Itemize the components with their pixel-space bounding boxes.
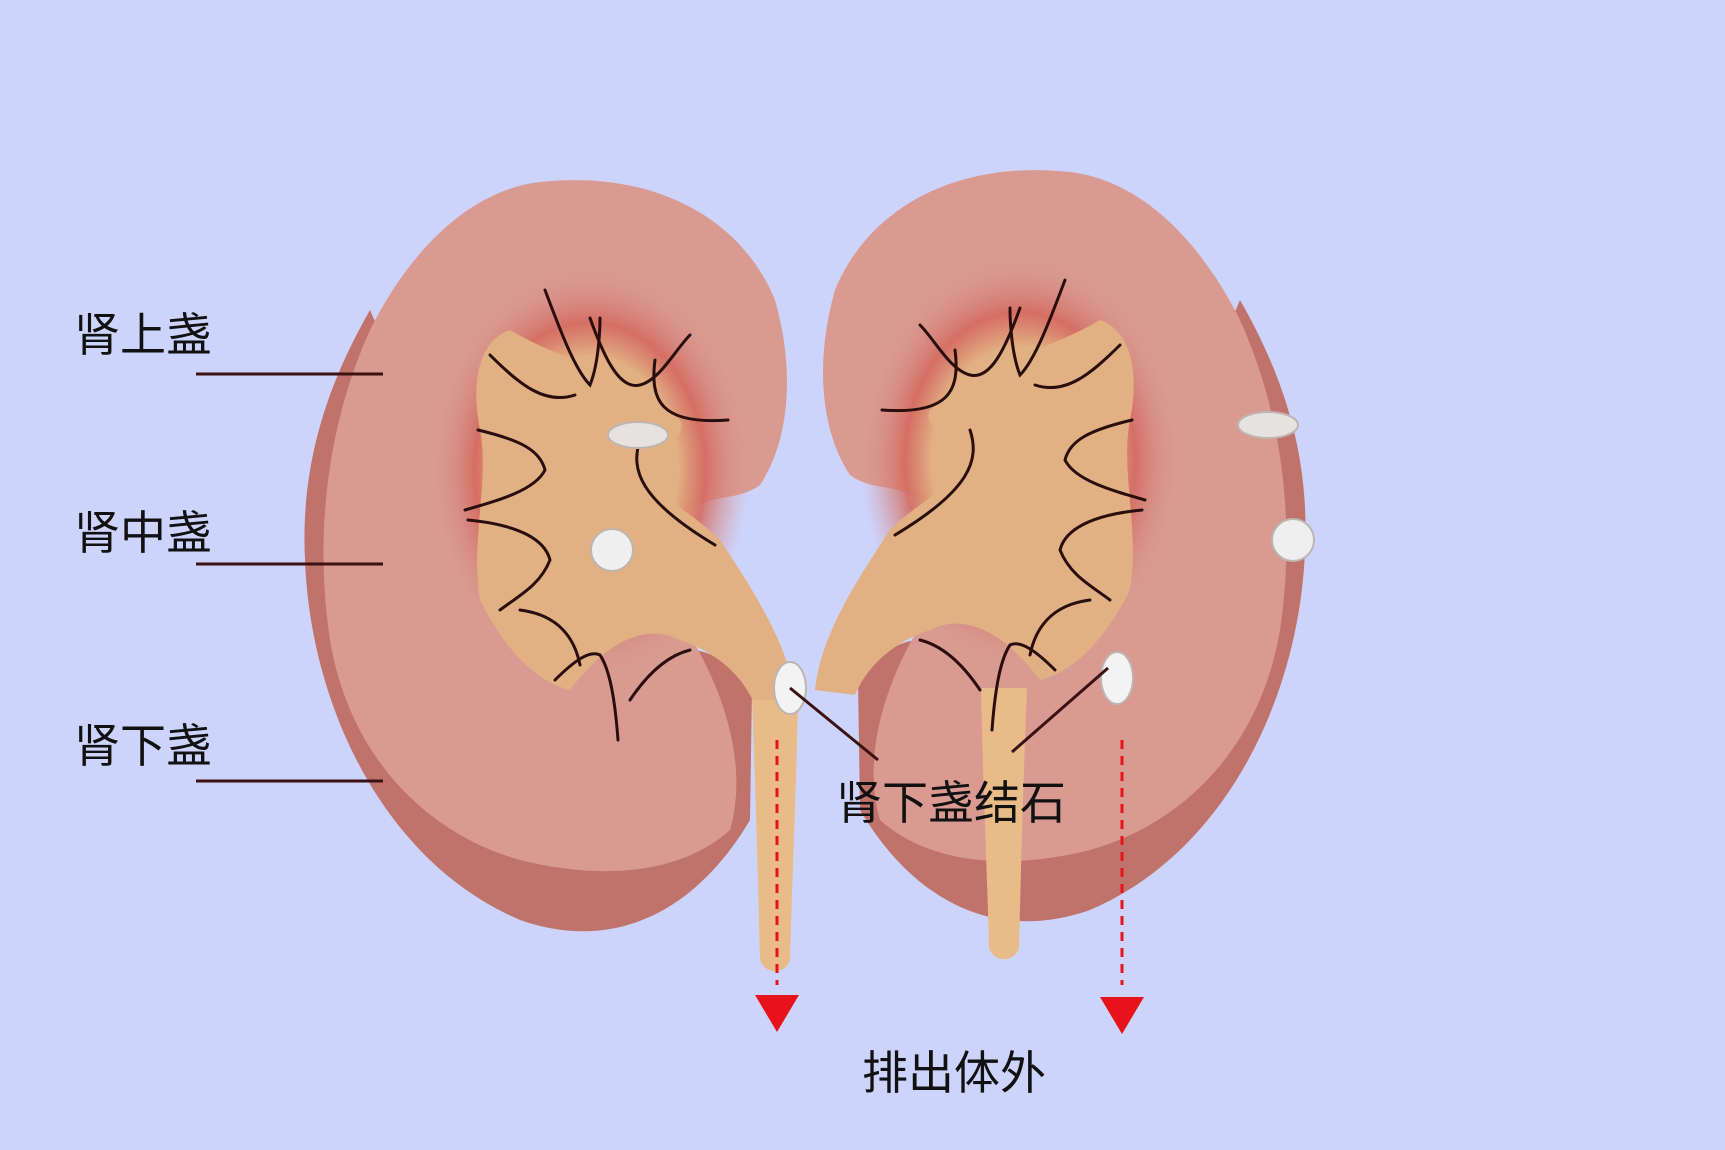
- right-stone-leader: [1011, 666, 1109, 754]
- middle-calyx-label: 肾中盏: [74, 506, 212, 560]
- right-middle-stone: [1271, 518, 1315, 562]
- left-upper-calyx-line: [488, 353, 577, 400]
- right-upper-calyx-line: [1033, 343, 1122, 390]
- left-upper-calyx-line: [543, 288, 602, 388]
- right-down-arrow-icon: [1100, 997, 1144, 1034]
- left-lower-calyx-line: [553, 652, 620, 742]
- right-calyx-outlines: [880, 278, 1147, 732]
- excretion-paths: [755, 740, 1144, 1034]
- right-lower-calyx-line: [918, 638, 982, 692]
- right-lower-calyx-line: [990, 642, 1057, 732]
- left-lower-calyx-line: [518, 608, 582, 667]
- left-ureter: [752, 700, 798, 972]
- excreted-label: 排出体外: [862, 1046, 1046, 1100]
- lower-calyx-stone-label: 肾下盏结石: [836, 776, 1066, 830]
- left-middle-calyx-line: [466, 518, 552, 612]
- right-lower-calyx-line: [1028, 598, 1092, 657]
- left-stone-leader: [789, 686, 879, 762]
- right-lower-stone: [1100, 651, 1134, 705]
- left-middle-calyx-line: [635, 438, 717, 547]
- left-kidney: [304, 180, 807, 972]
- left-middle-calyx-line: [463, 428, 547, 512]
- right-middle-calyx-line: [893, 428, 975, 537]
- right-upper-calyx-line: [918, 306, 1022, 377]
- left-down-arrow-icon: [755, 995, 799, 1032]
- right-middle-calyx-line: [1063, 418, 1147, 502]
- left-renal-pelvis: [476, 330, 795, 705]
- left-upper-calyx-line: [588, 316, 692, 387]
- left-upper-stone: [607, 421, 669, 449]
- right-upper-calyx-line: [880, 348, 958, 413]
- left-middle-stone: [590, 528, 634, 572]
- left-upper-calyx-line: [652, 358, 730, 423]
- upper-calyx-label: 肾上盏: [74, 308, 212, 362]
- leader-lines: [196, 372, 1109, 783]
- lower-calyx-label: 肾下盏: [74, 719, 212, 773]
- left-lower-calyx-line: [628, 648, 692, 702]
- right-upper-stone: [1237, 411, 1299, 439]
- right-upper-calyx-line: [1008, 278, 1067, 378]
- right-middle-calyx-line: [1058, 508, 1144, 602]
- right-kidney: [815, 170, 1315, 960]
- right-ureter: [981, 688, 1027, 960]
- left-calyx-outlines: [463, 288, 730, 742]
- right-renal-pelvis: [815, 320, 1134, 695]
